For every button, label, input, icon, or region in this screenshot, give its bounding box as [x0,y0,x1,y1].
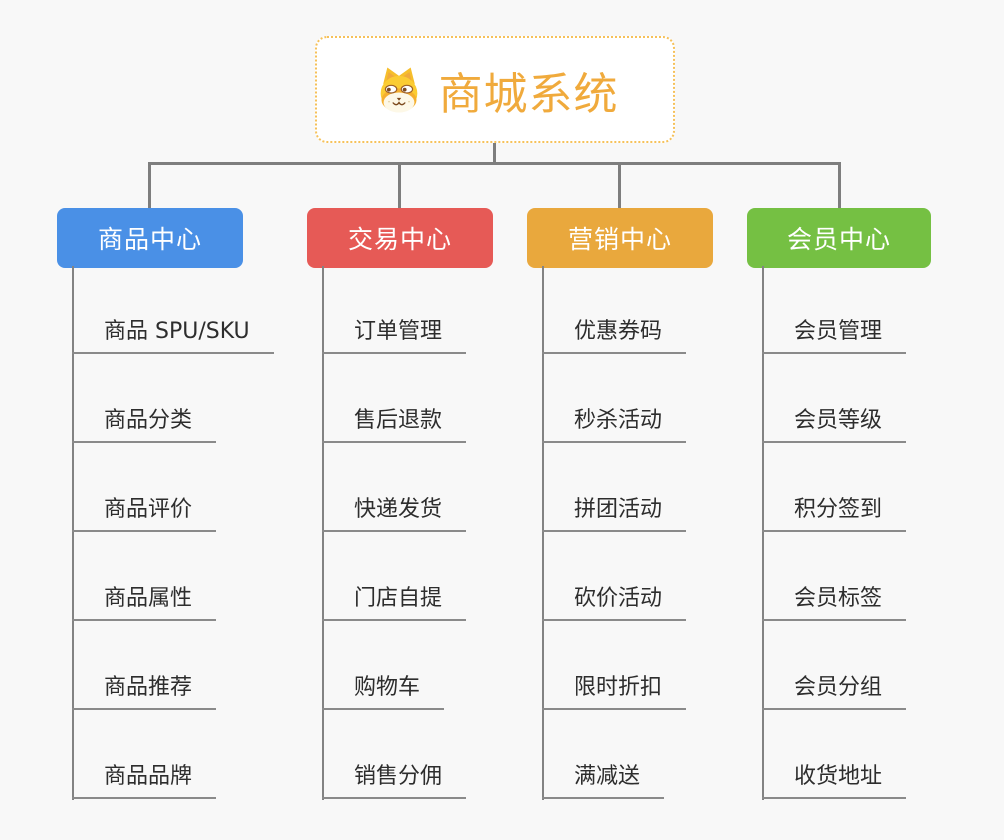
topic-item[interactable]: 会员管理 [762,316,907,354]
topic-item[interactable]: 商品分类 [72,405,217,443]
root-topic-node[interactable]: 商城系统 [315,36,675,143]
topic-item[interactable]: 商品评价 [72,494,217,532]
topic-item[interactable]: 售后退款 [322,405,467,443]
topic-item[interactable]: 积分签到 [762,494,907,532]
topic-item[interactable]: 秒杀活动 [542,405,687,443]
root-topic-title: 商城系统 [438,68,619,120]
topic-item[interactable]: 订单管理 [322,316,467,354]
topic-item[interactable]: 砍价活动 [542,583,687,621]
branch-connector-line [398,162,401,209]
topic-item[interactable]: 会员分组 [762,672,907,710]
branch-connector-line [618,162,621,209]
branch-trunk-line [322,266,324,800]
branch-trunk-line [542,266,544,800]
branch-trunk-line [72,266,74,800]
topic-item[interactable]: 商品属性 [72,583,217,621]
branch-node-marketing-center[interactable]: 营销中心 [527,208,713,268]
topic-item[interactable]: 商品 SPU/SKU [72,316,274,354]
topic-item[interactable]: 销售分佣 [322,761,467,799]
topic-item[interactable]: 会员标签 [762,583,907,621]
topic-item[interactable]: 商品推荐 [72,672,217,710]
topic-item[interactable]: 收货地址 [762,761,907,799]
root-connector-line [493,142,496,163]
topic-item[interactable]: 限时折扣 [542,672,687,710]
topic-item[interactable]: 门店自提 [322,583,467,621]
topic-item[interactable]: 满减送 [542,761,665,799]
branch-connector-line [148,162,151,209]
branch-node-member-center[interactable]: 会员中心 [747,208,931,268]
doge-icon [380,67,417,112]
branch-node-trade-center[interactable]: 交易中心 [307,208,493,268]
branch-trunk-line [762,266,764,800]
branch-connector-line [838,162,841,209]
topic-item[interactable]: 快递发货 [322,494,467,532]
branch-node-product-center[interactable]: 商品中心 [57,208,243,268]
topic-item[interactable]: 购物车 [322,672,445,710]
main-horizontal-connector-line [148,162,841,165]
topic-item[interactable]: 会员等级 [762,405,907,443]
topic-item[interactable]: 优惠券码 [542,316,687,354]
topic-item[interactable]: 拼团活动 [542,494,687,532]
topic-item[interactable]: 商品品牌 [72,761,217,799]
